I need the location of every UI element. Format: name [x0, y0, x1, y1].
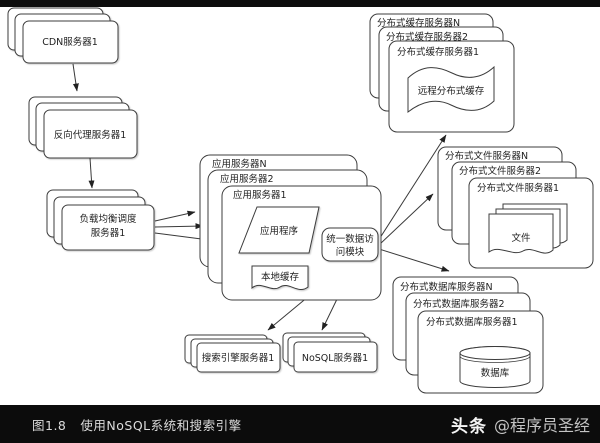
remote-cache-label: 远程分布式缓存: [418, 85, 485, 97]
cache-server-n-label: 分布式缓存服务器N: [377, 17, 460, 29]
app-server-1-label: 应用服务器1: [233, 189, 287, 201]
file-server-n-label: 分布式文件服务器N: [445, 150, 528, 162]
data-access-module-line2: 问模块: [336, 246, 365, 258]
module-shape: [321, 227, 379, 262]
load-balancer-label-line2: 服务器1: [91, 227, 126, 239]
stack-layer: [43, 109, 138, 159]
search-server-stack: 搜索引擎服务器1: [184, 334, 281, 373]
db-server-stack: 分布式数据库服务器N 分布式数据库服务器2 分布式数据库服务器1 数据库: [392, 276, 544, 394]
parallelogram-shape: [238, 206, 320, 254]
stack-layer: [61, 204, 155, 251]
cache-server-2-label: 分布式缓存服务器2: [386, 31, 468, 43]
app-server-n-label: 应用服务器N: [212, 158, 267, 170]
stack-layer: [22, 20, 119, 64]
figure-title: 使用NoSQL系统和搜索引擎: [80, 417, 242, 433]
document-shape: [251, 265, 309, 291]
db-server-n-label: 分布式数据库服务器N: [400, 281, 493, 293]
data-access-module-node: 统一数据访 问模块: [321, 227, 379, 262]
stack-layer: [196, 342, 281, 373]
architecture-diagram: CDN服务器1 反向代理服务器1 负载均衡调度 服务器1 应用服务器N 应用服务…: [7, 7, 594, 394]
arrow-module-to-cache: [377, 134, 447, 242]
arrow-cdn-to-proxy: [72, 63, 79, 92]
database-cylinder-rim: [459, 355, 531, 363]
local-cache-label: 本地缓存: [261, 271, 300, 283]
stack-layer: [293, 341, 378, 373]
app-server-2-label: 应用服务器2: [220, 173, 274, 185]
load-balancer-label-line1: 负载均衡调度: [79, 213, 137, 225]
cache-server-stack: 分布式缓存服务器N 分布式缓存服务器2 分布式缓存服务器1 远程分布式缓存: [369, 13, 515, 133]
nosql-server-label: NoSQL服务器1: [302, 352, 368, 364]
figure-number: 图1.8: [32, 417, 67, 433]
db-server-2-label: 分布式数据库服务器2: [413, 298, 505, 310]
cache-server-1-label: 分布式缓存服务器1: [397, 46, 479, 58]
reverse-proxy-label: 反向代理服务器1: [54, 129, 127, 141]
arrow-proxy-to-lb: [88, 157, 95, 189]
data-access-module-line1: 统一数据访: [326, 233, 374, 245]
arrow-lb-to-app-n: [154, 210, 196, 222]
cdn-server-label: CDN服务器1: [42, 36, 98, 48]
author-handle: @程序员圣经: [493, 416, 590, 435]
top-black-strip: [0, 0, 600, 7]
application-program-label: 应用程序: [260, 225, 299, 237]
db-server-1-label: 分布式数据库服务器1: [426, 316, 518, 328]
file-server-stack: 分布式文件服务器N 分布式文件服务器2 分布式文件服务器1 文件: [437, 146, 594, 269]
cdn-server-stack: CDN服务器1: [7, 7, 119, 64]
file-label: 文件: [511, 232, 531, 244]
remote-cache-tape-shape: [407, 65, 495, 114]
file-document-front: [488, 213, 554, 254]
toutiao-logo: 头条: [450, 416, 487, 437]
arrow-module-to-db: [378, 248, 450, 272]
arrow-lb-to-app-2: [154, 223, 204, 230]
database-cylinder-top: [459, 346, 531, 360]
watermark: 头条 @程序员圣经: [451, 412, 590, 437]
file-server-2-label: 分布式文件服务器2: [459, 165, 541, 177]
reverse-proxy-stack: 反向代理服务器1: [28, 96, 138, 159]
nosql-server-stack: NoSQL服务器1: [282, 332, 378, 373]
file-server-1-label: 分布式文件服务器1: [477, 182, 559, 194]
local-cache-node: 本地缓存: [251, 265, 309, 291]
database-label: 数据库: [481, 367, 510, 379]
figure-caption: 图1.8 使用NoSQL系统和搜索引擎: [32, 415, 242, 434]
bottom-caption-bar: 图1.8 使用NoSQL系统和搜索引擎 头条 @程序员圣经: [0, 405, 600, 443]
search-server-label: 搜索引擎服务器1: [202, 352, 275, 364]
arrow-module-to-files: [378, 193, 434, 246]
application-program-node: 应用程序: [238, 206, 320, 254]
load-balancer-stack: 负载均衡调度 服务器1: [46, 189, 155, 251]
